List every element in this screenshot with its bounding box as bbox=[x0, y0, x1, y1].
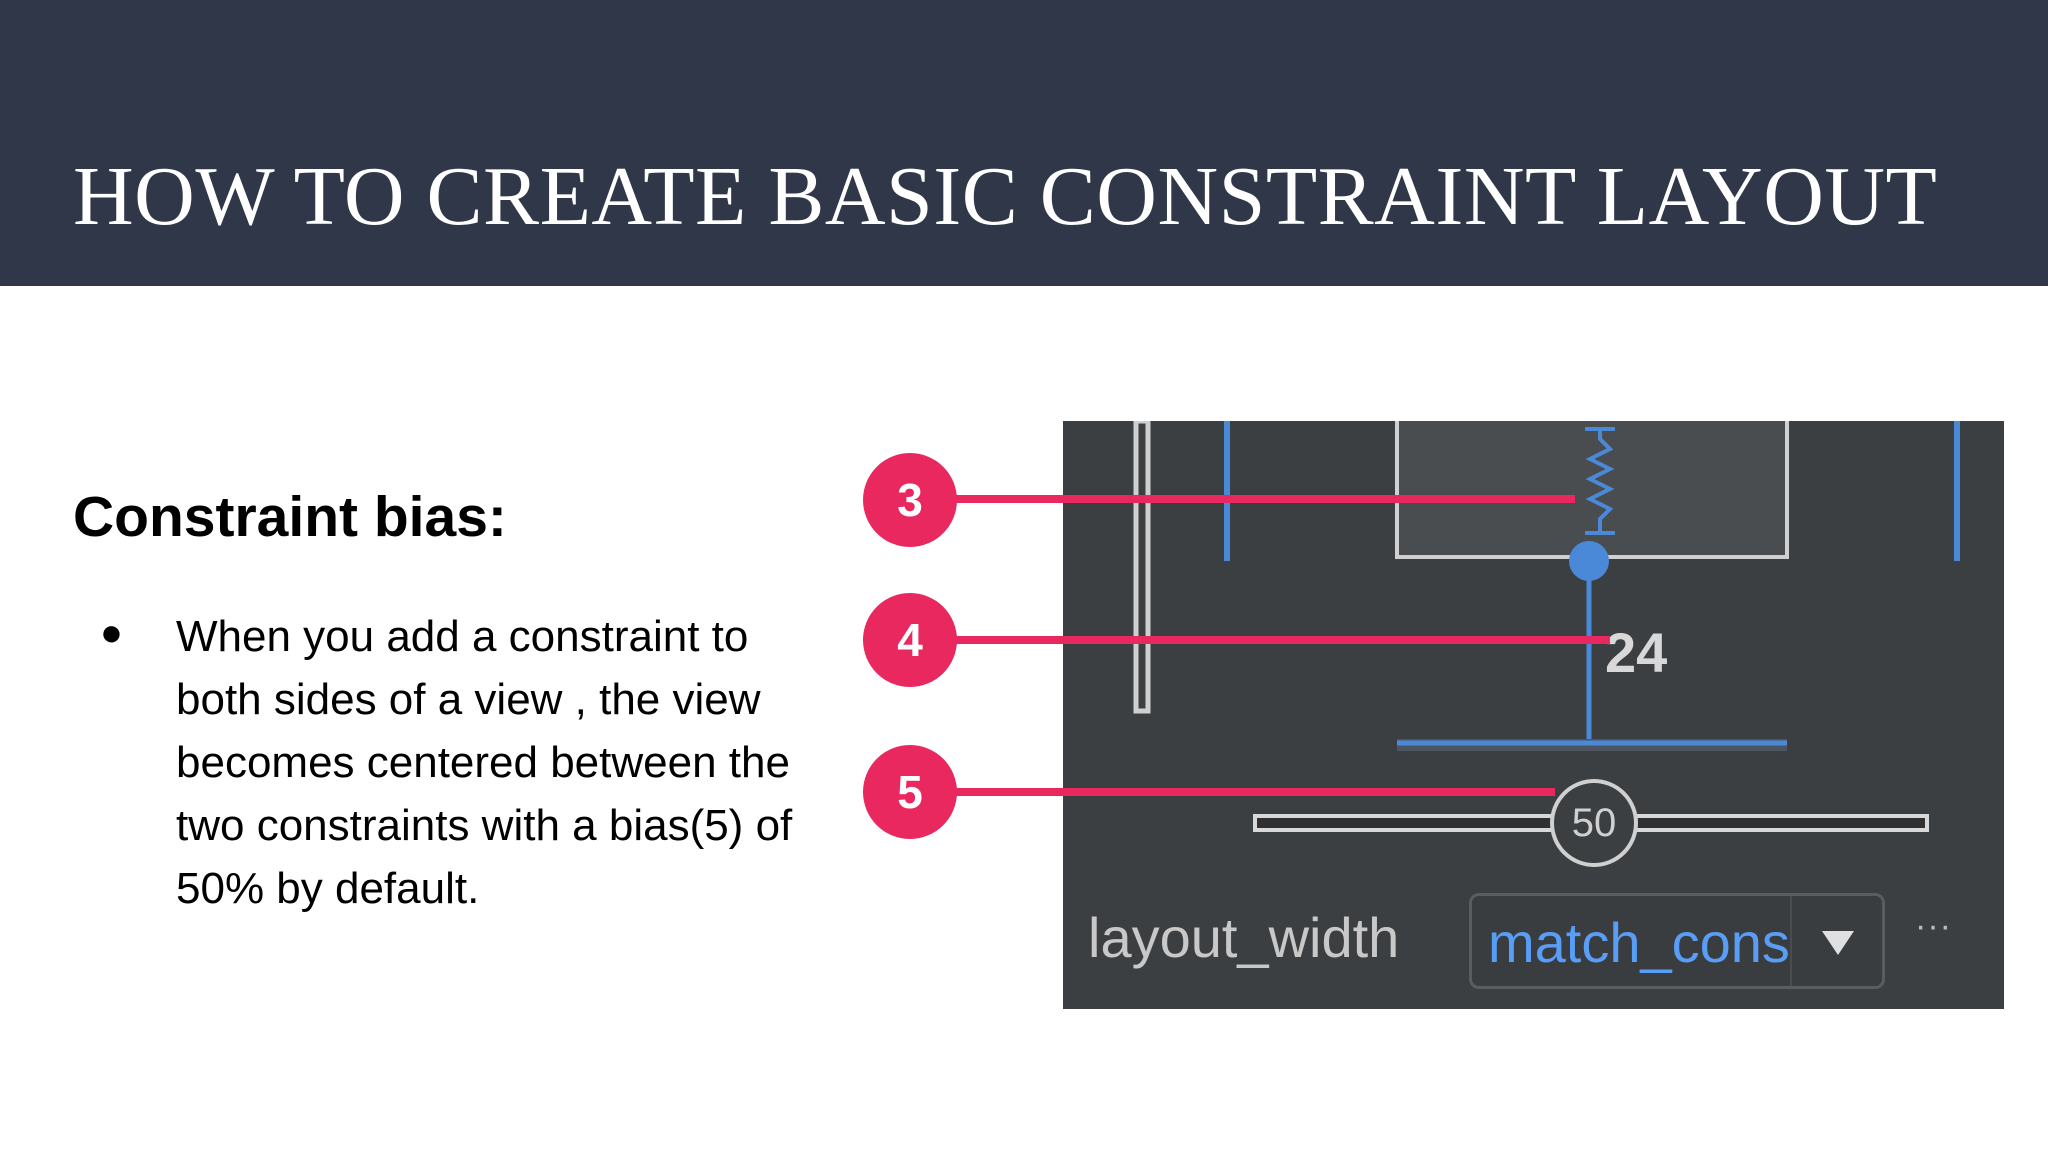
more-options-icon[interactable]: ··· bbox=[1915, 907, 1952, 945]
layout-width-label: layout_width bbox=[1088, 906, 1400, 969]
callout-line-4 bbox=[910, 636, 1610, 644]
slide-header: HOW TO CREATE BASIC CONSTRAINT LAYOUT bbox=[0, 0, 2048, 286]
constraint-widget-diagram bbox=[1133, 421, 1960, 832]
view-edge-left bbox=[1133, 421, 1151, 714]
callout-badge-3: 3 bbox=[863, 453, 957, 547]
margin-value-label: 24 bbox=[1605, 621, 1668, 684]
dropdown-value: match_cons bbox=[1488, 911, 1788, 974]
spring-icon bbox=[1585, 429, 1615, 531]
layout-editor-screenshot: 24 layout_width match_cons ··· bbox=[1063, 421, 2004, 1009]
bullet-text: When you add a constraint to both sides … bbox=[176, 612, 793, 913]
dropdown-arrow-icon[interactable] bbox=[1790, 896, 1882, 986]
callout-line-5 bbox=[910, 788, 1555, 796]
section-heading: Constraint bias: bbox=[73, 485, 507, 549]
bias-slider-knob[interactable]: 50 bbox=[1550, 779, 1638, 867]
callout-line-3 bbox=[910, 495, 1575, 503]
callout-badge-4: 4 bbox=[863, 593, 957, 687]
view-box bbox=[1395, 421, 1789, 559]
slide-title: HOW TO CREATE BASIC CONSTRAINT LAYOUT bbox=[73, 150, 1938, 243]
layout-width-dropdown[interactable]: match_cons bbox=[1469, 893, 1885, 989]
callout-badge-5: 5 bbox=[863, 745, 957, 839]
bullet-marker: ● bbox=[100, 612, 123, 654]
